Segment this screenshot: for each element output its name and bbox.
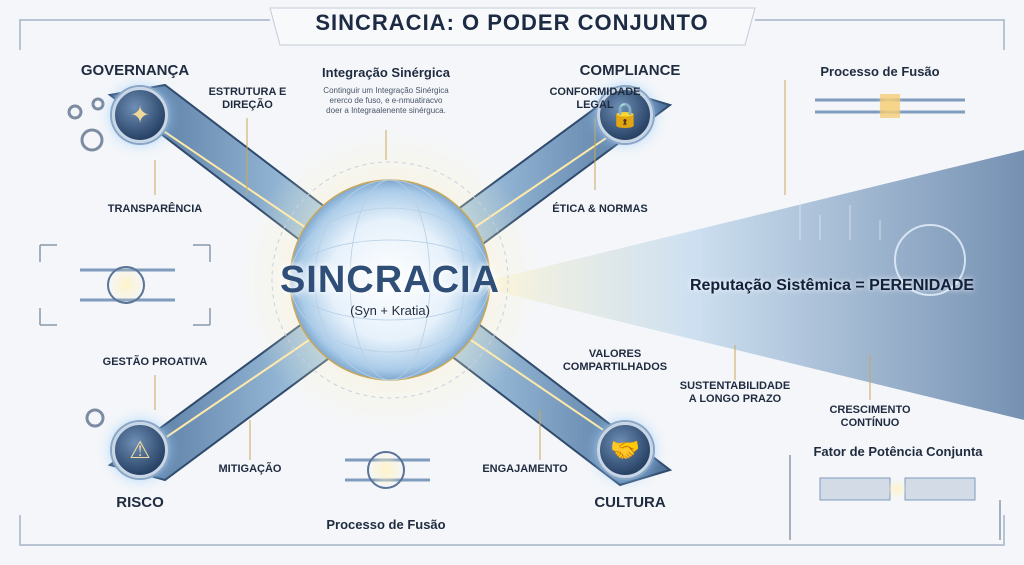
fator-label: Fator de Potência Conjunta [813, 444, 983, 459]
core-sublabel: (Syn + Kratia) [350, 303, 430, 318]
compass-icon: ✦ [112, 87, 168, 143]
fusao-top-label: Processo de Fusão [820, 64, 940, 79]
page-title: SINCRACIA: O PODER CONJUNTO [315, 10, 709, 35]
integracao-title: Integração Sinérgica [322, 65, 450, 80]
pillar-risco: RISCO [116, 494, 164, 511]
pillar-governanca: GOVERNANÇA [80, 62, 190, 79]
integracao-text: Continguir um Integração Sinérgica ererc… [323, 86, 449, 115]
label-etica: ÉTICA & NORMAS [552, 203, 648, 215]
risk-chart-icon: ⚠ [112, 422, 168, 478]
label-gestao: GESTÃO PROATIVA [102, 356, 208, 368]
reputacao-label: Reputação Sistêmica = PERENIDADE [689, 277, 975, 294]
core-label: SINCRACIA [279, 259, 501, 301]
label-sustentabilidade: SUSTENTABILIDADE A LONGO PRAZO [679, 380, 791, 406]
label-mitigacao: MITIGAÇÃO [218, 463, 282, 475]
label-valores: VALORES COMPARTILHADOS [562, 348, 668, 374]
shield-lock-icon: 🔒 [597, 87, 653, 143]
pillar-cultura: CULTURA [594, 494, 666, 511]
label-transparencia: TRANSPARÊNCIA [107, 203, 203, 215]
fusion-process-icon [815, 92, 965, 120]
pillar-compliance: COMPLIANCE [579, 62, 681, 79]
label-crescimento: CRESCIMENTO CONTÍNUO [829, 404, 911, 430]
fusao-bottom-label: Processo de Fusão [326, 517, 446, 532]
label-engajamento: ENGAJAMENTO [482, 463, 568, 475]
label-conformidade: CONFORMIDADE LEGAL [549, 86, 641, 112]
label-estrutura: ESTRUTURA E DIREÇÃO [208, 86, 287, 112]
handshake-icon: 🤝 [597, 422, 653, 478]
